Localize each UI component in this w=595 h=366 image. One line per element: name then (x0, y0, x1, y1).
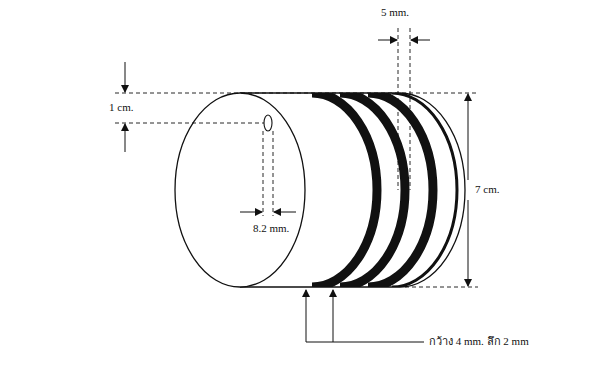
front-face (175, 93, 305, 287)
grooves (312, 93, 457, 287)
extension-lines (115, 28, 478, 287)
dimension-label: 1 cm. (108, 101, 134, 114)
dimension-arrows (125, 40, 468, 342)
dimension-label: กว้าง 4 mm. ลึก 2 mm (428, 335, 530, 348)
dimension-label: 7 cm. (474, 183, 500, 196)
hole (264, 115, 272, 131)
dimension-label: 8.2 mm. (252, 222, 290, 235)
dimension-label: 5 mm. (380, 6, 410, 19)
